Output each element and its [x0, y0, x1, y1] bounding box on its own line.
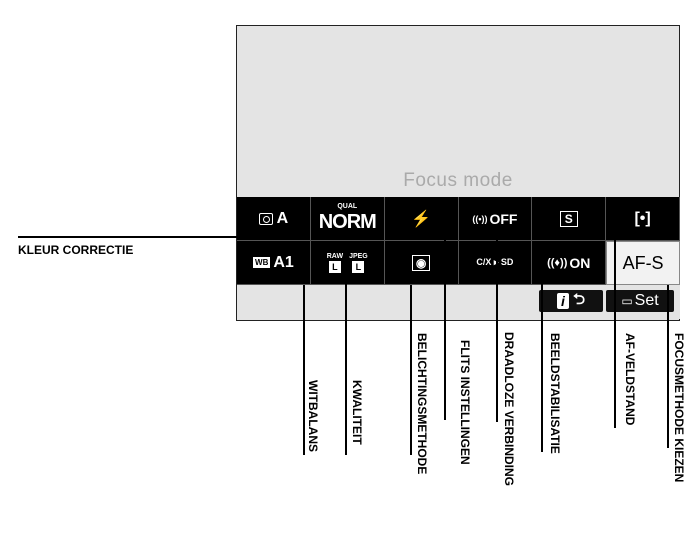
focus-label: FOCUSMETHODE KIEZEN [672, 333, 686, 483]
info-back-button[interactable]: i ⮌ [539, 290, 603, 312]
kwaliteit-line [345, 262, 347, 455]
af-veld-label: AF-VELDSTAND [623, 333, 637, 426]
flash-icon: ⚡ [411, 210, 432, 228]
wb-value: A1 [273, 253, 294, 271]
i-menu-grid: A QUAL NORM ⚡ ((•)) OFF S [•] WB A1 RAW [237, 197, 680, 285]
focus-line [667, 285, 669, 448]
wireless-icon: ((•)) [472, 213, 488, 224]
witbalans-label: WITBALANS [306, 380, 320, 452]
belichting-line [410, 285, 412, 455]
beeld-line [541, 262, 543, 452]
set-label: Set [634, 292, 659, 309]
card-slot-icon: C/X ▸ SD [476, 257, 514, 267]
belichting-label: BELICHTINGSMETHODE [415, 333, 429, 475]
back-icon: ⮌ [572, 290, 585, 308]
flits-label: FLITS INSTELLINGEN [458, 340, 472, 465]
raw-label: RAW [326, 252, 344, 260]
info-icon: i [557, 293, 569, 309]
release-mode-cell[interactable]: S [532, 197, 607, 241]
flash-mode-cell[interactable]: ⚡ [384, 197, 459, 241]
white-balance-cell[interactable]: WB A1 [237, 241, 311, 285]
focus-mode-value: AF-S [622, 252, 664, 273]
picture-control-icon [258, 212, 273, 225]
wireless-cell[interactable]: ((•)) OFF [458, 197, 533, 241]
af-area-icon: [•] [634, 209, 651, 227]
witbalans-line [303, 285, 305, 455]
vr-icon: ((♦)) [547, 256, 568, 269]
focus-mode-cell[interactable]: AF-S [606, 241, 680, 285]
draadloze-line [496, 240, 498, 422]
metering-icon: ◉ [411, 254, 431, 271]
camera-screen: Focus mode A QUAL NORM ⚡ ((•)) OFF S [•]… [236, 25, 680, 321]
card-info-cell[interactable]: C/X ▸ SD [458, 241, 533, 285]
vr-value: ON [569, 254, 591, 271]
bottom-bar: i ⮌ ▭ Set [237, 285, 680, 319]
kleur-label: KLEUR CORRECTIE [18, 243, 134, 257]
command-dial-icon: ▭ [621, 294, 633, 308]
set-button[interactable]: ▭ Set [606, 290, 674, 312]
picture-control-value: A [276, 209, 289, 227]
draadloze-label: DRAADLOZE VERBINDING [502, 332, 516, 487]
vibration-reduction-cell[interactable]: ((♦)) ON [532, 241, 607, 285]
af-area-cell[interactable]: [•] [606, 197, 680, 241]
flits-line [444, 213, 446, 420]
kwaliteit-label: KWALITEIT [350, 380, 364, 445]
af-veld-line [614, 225, 616, 428]
beeld-label: BEELDSTABILISATIE [548, 333, 562, 454]
metering-cell[interactable]: ◉ [384, 241, 459, 285]
release-mode-value: S [559, 210, 578, 227]
menu-title: Focus mode [403, 170, 513, 191]
jpeg-label: JPEG [349, 252, 368, 260]
quality-value: NORM [318, 211, 377, 233]
image-size-cell[interactable]: RAW L JPEG L [310, 241, 385, 285]
wireless-value: OFF [489, 210, 518, 227]
raw-size: L [328, 260, 341, 273]
quality-label: QUAL [337, 203, 358, 210]
wb-icon: WB [253, 257, 271, 268]
image-quality-cell[interactable]: QUAL NORM [310, 197, 385, 241]
kleur-line [18, 236, 260, 238]
jpeg-size: L [352, 260, 365, 273]
picture-control-cell[interactable]: A [237, 197, 311, 241]
